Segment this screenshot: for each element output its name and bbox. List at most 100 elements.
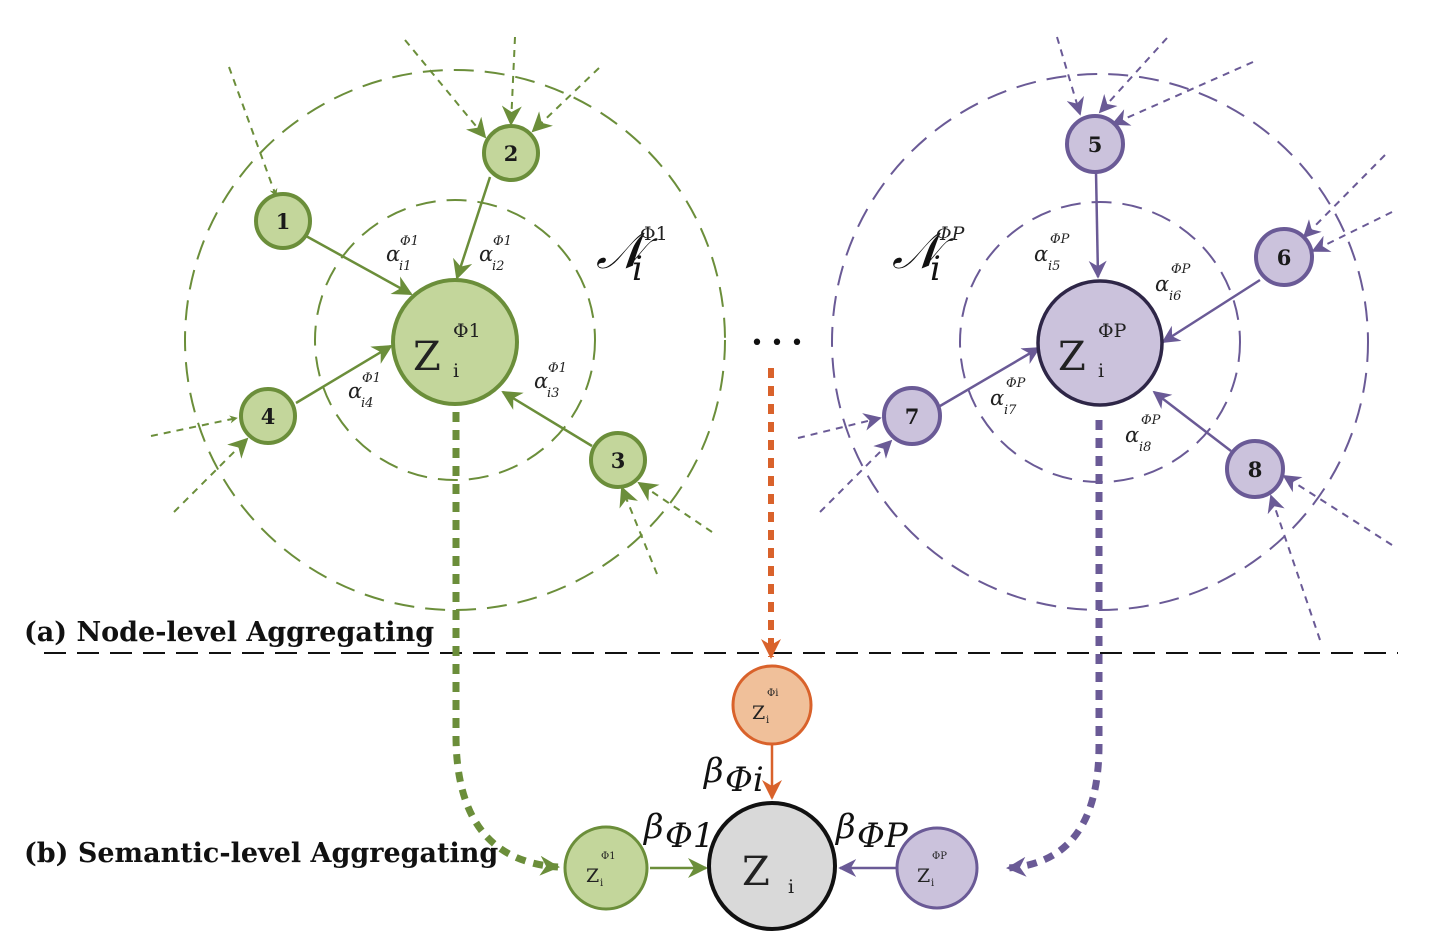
svg-text:α: α <box>1034 242 1048 266</box>
svg-text:i7: i7 <box>1004 403 1017 418</box>
svg-text:ΦP: ΦP <box>1006 376 1026 391</box>
node-level-label: (a) Node-level Aggregating <box>24 617 434 648</box>
left-neighborhood-label: 𝒩 i Φ1 <box>596 222 668 289</box>
flow-left-center-to-semantic <box>452 412 560 876</box>
svg-text:i4: i4 <box>361 396 373 411</box>
edge-into-node-1 <box>228 66 278 197</box>
left-graph: 1 2 3 4 Z i Φ1 α i1 Φ1 α i2 <box>150 36 726 611</box>
svg-text:ΦP: ΦP <box>936 223 966 245</box>
svg-text:α: α <box>348 379 362 403</box>
svg-text:Φ1: Φ1 <box>493 234 512 249</box>
right-incoming-edges <box>797 36 1393 641</box>
svg-text:i1: i1 <box>399 259 411 274</box>
svg-text:i: i <box>788 876 794 898</box>
svg-text:Φi: Φi <box>767 688 778 699</box>
svg-text:i: i <box>931 878 934 889</box>
svg-text:β: β <box>642 807 664 847</box>
edge-into-node-6-a <box>1302 154 1386 239</box>
node-1-label: 1 <box>276 209 291 234</box>
svg-text:Φ1: Φ1 <box>640 223 668 245</box>
edge-into-node-2-a <box>404 39 487 139</box>
node-3-label: 3 <box>611 448 626 473</box>
svg-text:i5: i5 <box>1048 259 1060 274</box>
svg-text:α: α <box>1125 423 1139 447</box>
right-neighbor-node-7: 7 <box>882 386 942 446</box>
edge-into-node-2-b <box>501 36 522 126</box>
beta-left: β Φ1 <box>642 807 715 856</box>
svg-text:ΦP: ΦP <box>932 851 947 862</box>
left-weight-i1: α i1 Φ1 <box>386 234 419 274</box>
flow-right-center-to-semantic <box>1006 420 1103 877</box>
svg-text:Z: Z <box>752 702 765 724</box>
right-center-sup: ΦP <box>1098 320 1127 342</box>
svg-text:ΦP: ΦP <box>857 816 909 856</box>
edge-into-node-3-b <box>637 481 713 533</box>
left-center-sub: i <box>453 360 459 382</box>
ellipsis: • • • <box>751 331 804 356</box>
svg-text:α: α <box>534 369 548 393</box>
right-weight-i5: α i5 ΦP <box>1034 232 1070 274</box>
beta-mid: β Φi <box>702 751 764 800</box>
left-weight-i2: α i2 Φ1 <box>479 234 512 274</box>
svg-text:Φ1: Φ1 <box>548 361 567 376</box>
edge-into-node-3-a <box>619 486 658 575</box>
right-weight-i8: α i8 ΦP <box>1125 413 1161 455</box>
edge-into-node-5-b <box>1098 37 1168 114</box>
right-center-sub: i <box>1098 360 1104 382</box>
right-neighborhood-label: 𝒩 i ΦP <box>892 222 966 289</box>
semantic-output-node: Z i <box>707 801 837 931</box>
edge-into-node-8-a <box>1267 494 1321 641</box>
svg-text:Φ1: Φ1 <box>400 234 419 249</box>
right-graph: 5 6 7 8 Z i ΦP α i5 ΦP α i6 ΦP <box>797 36 1393 641</box>
edge-node-7-to-center <box>939 346 1041 408</box>
right-weight-i6: α i6 ΦP <box>1155 262 1191 304</box>
left-neighbor-node-1: 1 <box>254 192 312 250</box>
svg-text:i3: i3 <box>547 386 559 401</box>
svg-text:ΦP: ΦP <box>1050 232 1070 247</box>
svg-text:Z: Z <box>742 849 770 895</box>
svg-text:α: α <box>479 242 493 266</box>
edge-node-1-to-center <box>305 234 413 296</box>
node-6-label: 6 <box>1277 245 1292 270</box>
left-outer-neighborhood-ring <box>184 69 726 611</box>
right-center-z: Z <box>1058 334 1086 380</box>
left-weight-i3: α i3 Φ1 <box>534 361 567 401</box>
svg-text:β: β <box>834 807 856 847</box>
node-5-label: 5 <box>1088 132 1103 157</box>
semantic-level-label: (b) Semantic-level Aggregating <box>24 838 498 869</box>
left-center-node: Z i Φ1 <box>391 278 519 406</box>
svg-text:Z: Z <box>586 865 599 887</box>
node-8-label: 8 <box>1248 457 1263 482</box>
svg-text:Z: Z <box>917 865 930 887</box>
svg-text:ΦP: ΦP <box>1171 262 1191 277</box>
edge-into-node-5-c <box>1111 61 1254 126</box>
left-center-z: Z <box>413 334 441 380</box>
edge-node-5-to-center <box>1088 171 1107 279</box>
svg-text:ΦP: ΦP <box>1141 413 1161 428</box>
left-weight-i4: α i4 Φ1 <box>348 371 381 411</box>
right-attention-edges <box>939 171 1261 452</box>
edge-into-node-8-b <box>1282 475 1393 546</box>
edge-node-6-to-center <box>1161 278 1261 344</box>
right-neighbor-node-8: 8 <box>1225 439 1285 499</box>
svg-text:Φ1: Φ1 <box>362 371 381 386</box>
left-center-sup: Φ1 <box>453 320 481 342</box>
svg-text:Φ1: Φ1 <box>665 816 715 856</box>
right-neighbor-node-6: 6 <box>1254 227 1314 287</box>
node-4-label: 4 <box>261 404 276 429</box>
right-weight-i7: α i7 ΦP <box>990 376 1026 418</box>
edge-node-8-to-center <box>1152 390 1232 452</box>
svg-text:β: β <box>702 751 724 791</box>
svg-text:i8: i8 <box>1139 440 1151 455</box>
semantic-mid-node: Z i Φi <box>731 664 813 746</box>
svg-text:α: α <box>990 386 1004 410</box>
edge-into-node-5-a <box>1056 36 1084 116</box>
svg-text:Φ1: Φ1 <box>601 851 616 862</box>
svg-text:Φi: Φi <box>725 760 764 800</box>
right-neighbor-node-5: 5 <box>1065 114 1125 174</box>
node-7-label: 7 <box>905 404 920 429</box>
left-incoming-edges <box>150 36 713 575</box>
semantic-flows <box>452 368 1103 878</box>
left-neighbor-node-2: 2 <box>482 124 540 182</box>
